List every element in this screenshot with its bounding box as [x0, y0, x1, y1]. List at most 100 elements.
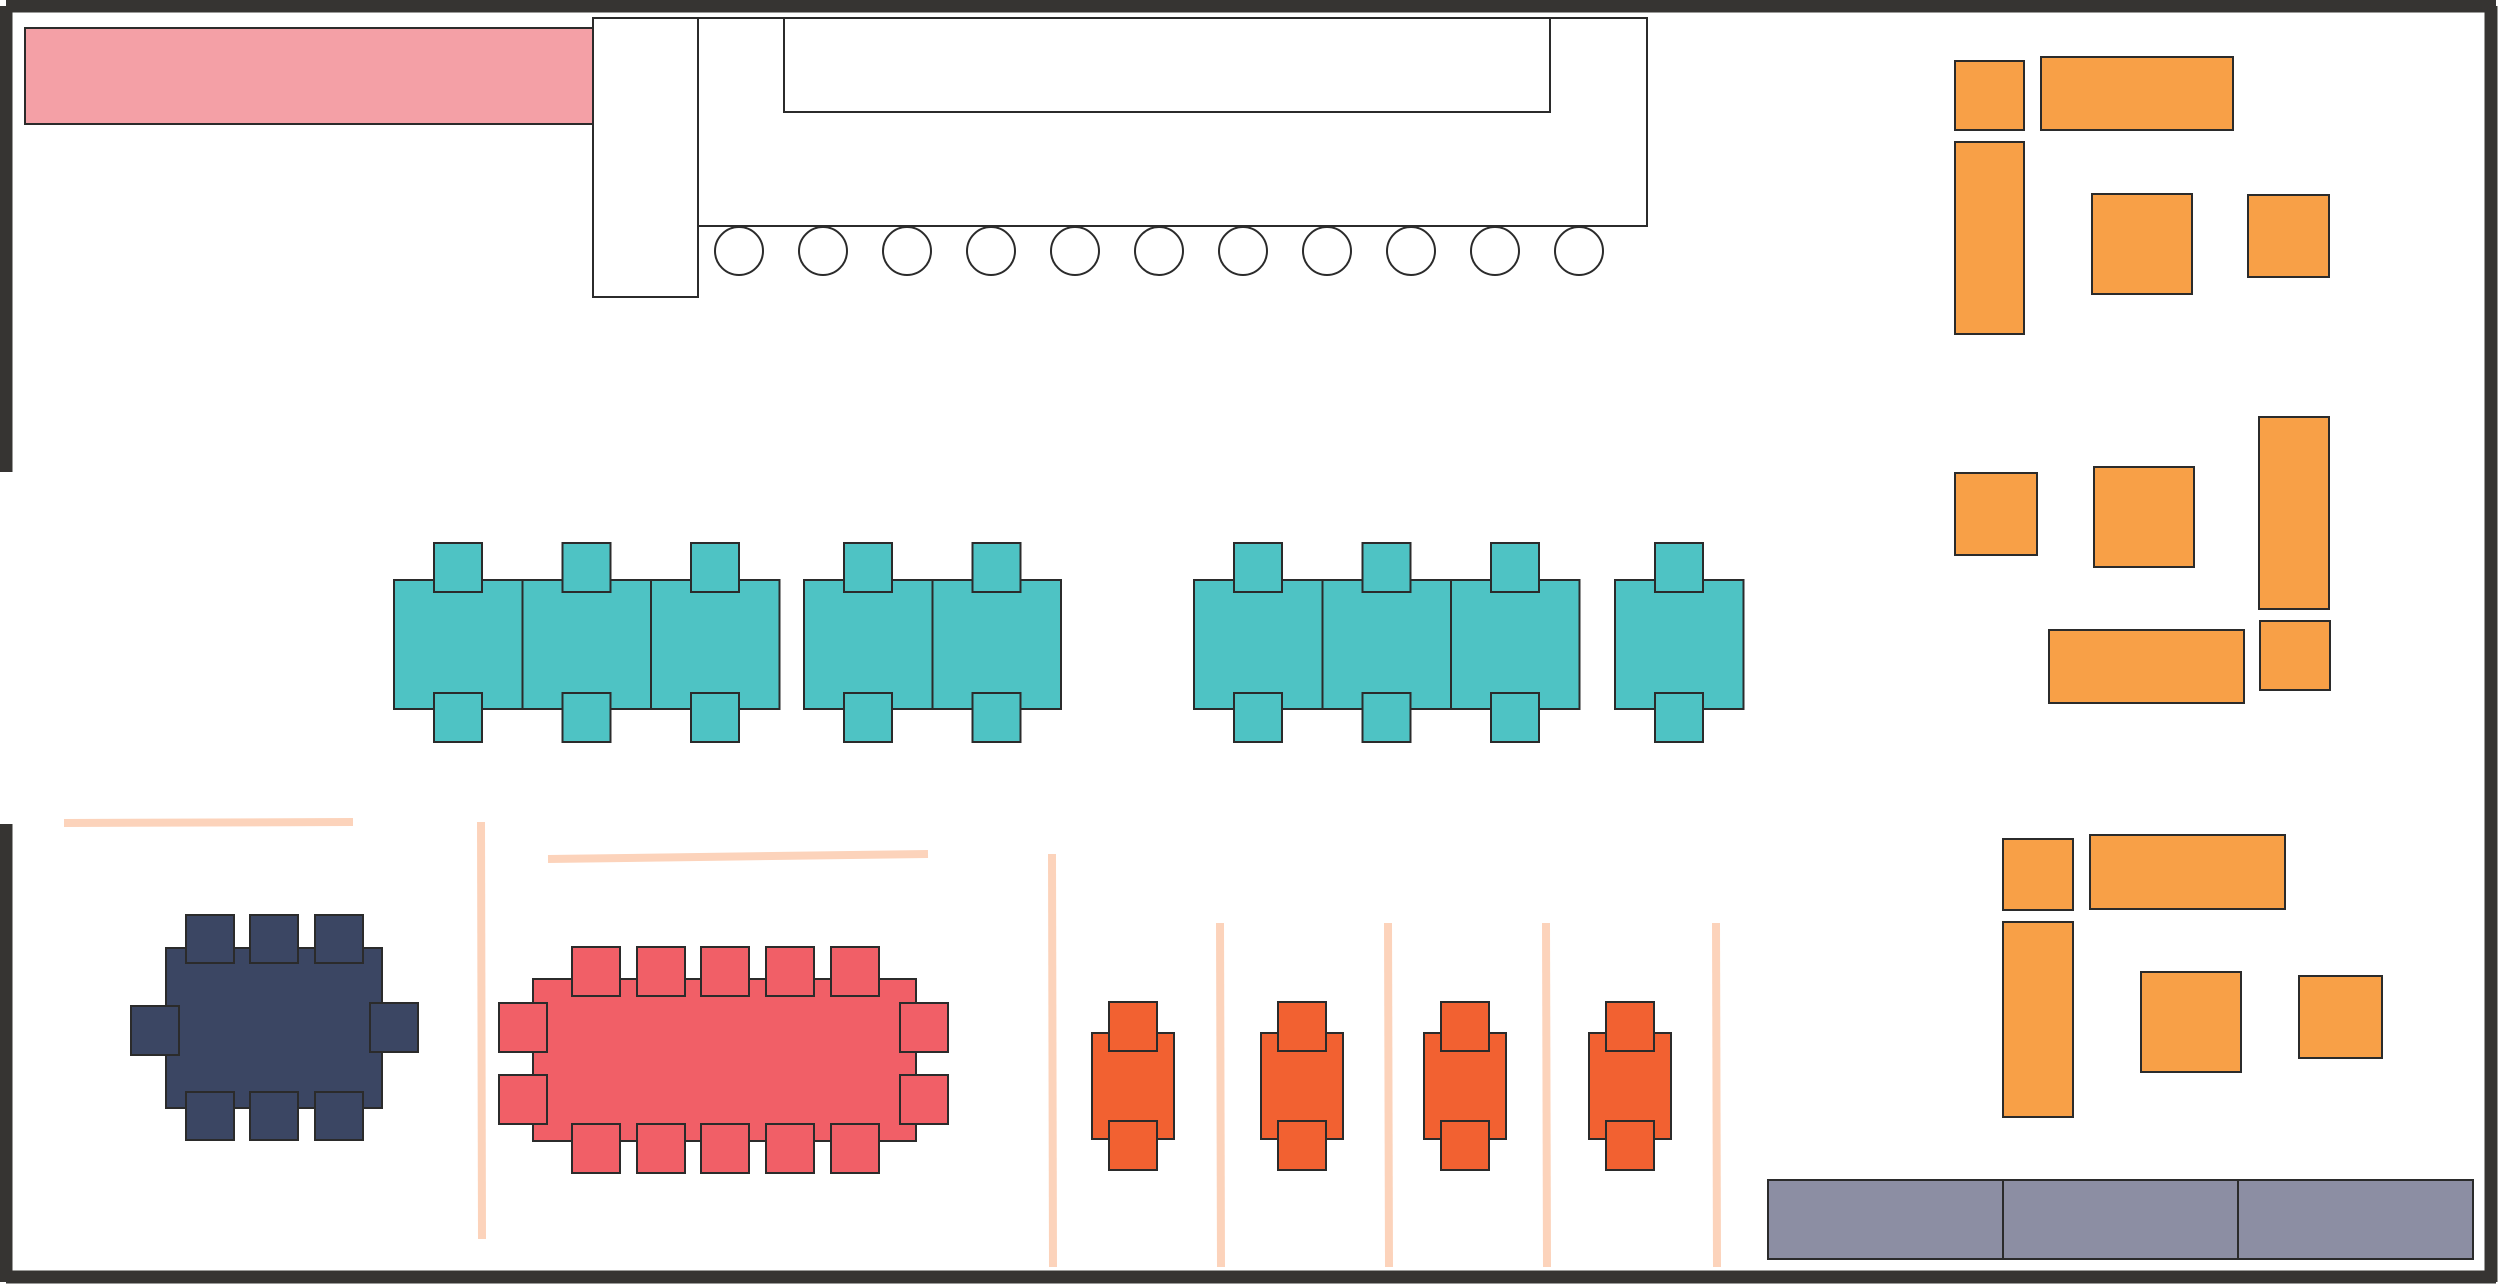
- lounge-block: [2002, 921, 2074, 1118]
- navy-chair: [314, 1091, 364, 1141]
- partition: [1048, 853, 1057, 1268]
- wall-bench: [24, 27, 594, 125]
- partition: [477, 821, 486, 1240]
- lounge-seating: [1954, 56, 2383, 1118]
- lounge-block: [2093, 466, 2195, 568]
- teal-table: [1450, 579, 1581, 710]
- lounge-block: [2247, 194, 2330, 278]
- navy-table: [165, 947, 383, 1109]
- booth-chair: [1108, 1001, 1158, 1052]
- coral-chair: [636, 946, 686, 997]
- teal-table: [650, 579, 781, 710]
- teal-chair: [1654, 692, 1704, 743]
- booth-chair: [1108, 1120, 1158, 1171]
- navy-chair: [369, 1002, 419, 1053]
- navy-chair: [185, 1091, 235, 1141]
- teal-chair: [843, 542, 893, 593]
- bar-stool: [1386, 226, 1436, 276]
- bar-stool: [1134, 226, 1184, 276]
- teal-table: [393, 579, 524, 710]
- teal-chair: [1233, 542, 1283, 593]
- partition: [1384, 922, 1393, 1268]
- coral-chair: [899, 1074, 949, 1125]
- lounge-block: [2002, 838, 2074, 911]
- bar-area: [592, 17, 1648, 298]
- navy-chair: [185, 914, 235, 964]
- lounge-block: [2258, 416, 2330, 610]
- coral-chair: [498, 1074, 548, 1125]
- booth-chair: [1605, 1120, 1655, 1171]
- two-seat-booths: [1091, 1001, 1672, 1171]
- bar-stool: [1218, 226, 1268, 276]
- teal-chair: [843, 692, 893, 743]
- partition: [1216, 922, 1225, 1268]
- coral-chair: [899, 1002, 949, 1053]
- partition: [547, 850, 929, 863]
- navy-table-group: [130, 914, 419, 1141]
- teal-chair: [971, 542, 1022, 593]
- teal-table: [1321, 579, 1452, 710]
- coral-chair: [830, 1123, 880, 1174]
- pink-bench: [24, 27, 594, 125]
- teal-table: [1193, 579, 1324, 710]
- lounge-block: [2089, 834, 2286, 910]
- teal-chair: [1490, 542, 1540, 593]
- teal-chair: [1361, 542, 1412, 593]
- teal-table: [803, 579, 934, 710]
- bar-stool: [882, 226, 932, 276]
- coral-chair: [571, 946, 621, 997]
- grey-bench-section: [2002, 1179, 2239, 1260]
- partition: [1542, 922, 1551, 1268]
- navy-chair: [249, 1091, 299, 1141]
- bar-stool: [1302, 226, 1352, 276]
- bar-stool: [966, 226, 1016, 276]
- lounge-block: [2091, 193, 2193, 295]
- booth-chair: [1277, 1001, 1327, 1052]
- teal-chair: [433, 692, 483, 743]
- lounge-block: [1954, 472, 2038, 556]
- booth-chair: [1440, 1120, 1490, 1171]
- booth-chair: [1440, 1001, 1490, 1052]
- bar-back-counter: [783, 17, 1551, 113]
- grey-bench-section: [2237, 1179, 2474, 1260]
- booth-chair: [1605, 1001, 1655, 1052]
- navy-chair: [314, 914, 364, 964]
- lounge-block: [2048, 629, 2245, 704]
- navy-chair: [249, 914, 299, 964]
- teal-chair: [561, 692, 612, 743]
- teal-chair: [1654, 542, 1704, 593]
- lounge-block: [1954, 60, 2025, 131]
- teal-dining-tables: [393, 542, 1745, 743]
- coral-chair: [830, 946, 880, 997]
- lounge-block: [2140, 971, 2242, 1073]
- teal-chair: [690, 542, 740, 593]
- grey-bench: [1767, 1179, 2474, 1260]
- teal-chair: [690, 692, 740, 743]
- bar-stool: [1554, 226, 1604, 276]
- lounge-block: [2259, 620, 2331, 691]
- teal-table: [521, 579, 652, 710]
- lounge-block: [1954, 141, 2025, 335]
- coral-chair: [765, 946, 815, 997]
- teal-chair: [1233, 692, 1283, 743]
- teal-chair: [1361, 692, 1412, 743]
- coral-table-group: [498, 946, 949, 1174]
- partition: [63, 818, 354, 827]
- grey-bench-section: [1767, 1179, 2004, 1260]
- partition: [1712, 922, 1721, 1268]
- bar-side-counter: [592, 17, 699, 298]
- coral-chair: [700, 946, 750, 997]
- bar-stool: [1050, 226, 1100, 276]
- partitions: [63, 818, 1721, 1268]
- teal-chair: [433, 542, 483, 593]
- teal-chair: [971, 692, 1022, 743]
- booth-chair: [1277, 1120, 1327, 1171]
- lounge-block: [2298, 975, 2383, 1059]
- bar-stool: [798, 226, 848, 276]
- teal-table: [931, 579, 1062, 710]
- navy-chair: [130, 1005, 180, 1056]
- coral-chair: [765, 1123, 815, 1174]
- coral-chair: [571, 1123, 621, 1174]
